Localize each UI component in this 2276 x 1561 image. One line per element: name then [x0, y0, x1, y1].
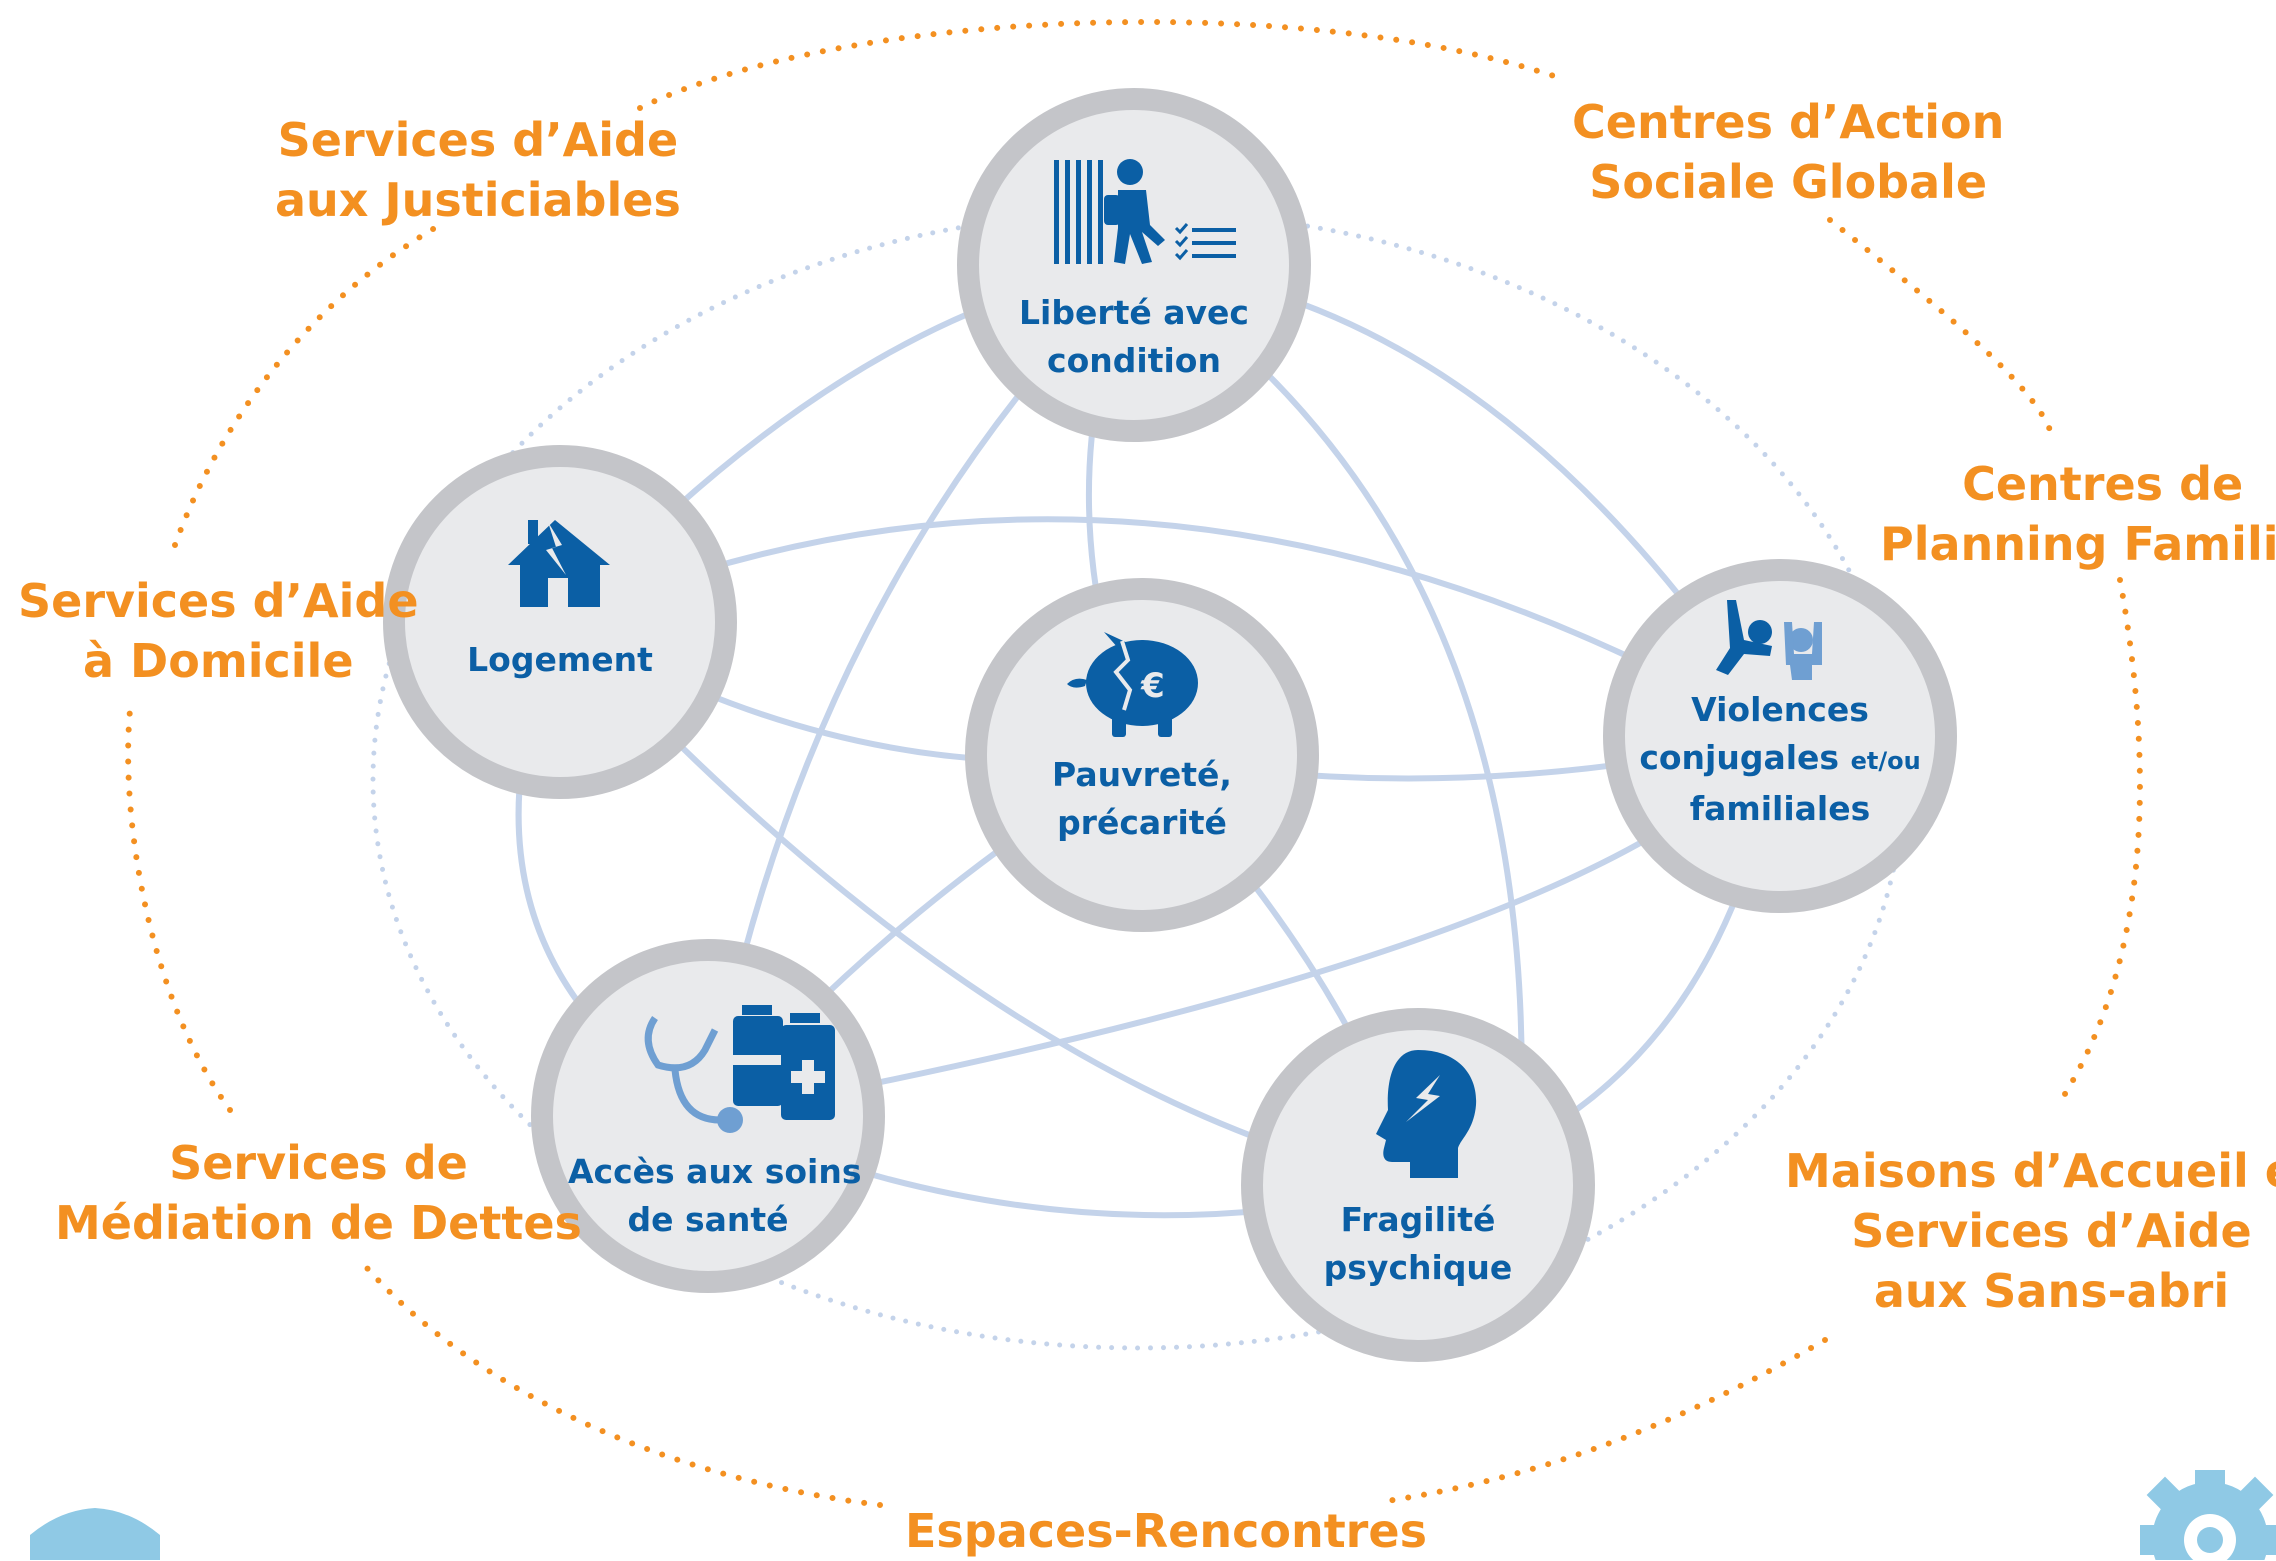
- label-maisons-accueil-sans-abri: Maisons d’Accueil et Services d’Aide aux…: [1785, 1144, 2276, 1318]
- node-pauvrete: €: [965, 578, 1319, 932]
- node-label-violences: Violences conjugales et/ou familiales: [1639, 690, 1921, 828]
- domestic-violence-icon: [1716, 600, 1822, 680]
- outer-dotted-ring-left: [125, 707, 233, 1113]
- outer-dotted-ring-top: [637, 19, 1563, 111]
- outer-dotted-ring-bottomright: [1377, 1337, 1828, 1505]
- node-label-fragilite: Fragilité psychique: [1323, 1200, 1513, 1287]
- gear-icon: [2140, 1470, 2276, 1560]
- outer-dotted-ring-topright: [1827, 217, 2053, 433]
- label-centres-action-sociale: Centres d’Action Sociale Globale: [1572, 95, 2005, 209]
- outer-dotted-ring-right: [2055, 577, 2143, 1108]
- node-label-liberte: Liberté avec condition: [1019, 293, 1249, 380]
- node-logement: [383, 445, 737, 799]
- node-label-soins: Accès aux soins de santé: [568, 1152, 862, 1239]
- label-espaces-rencontres: Espaces-Rencontres: [905, 1504, 1427, 1558]
- node-label-logement: Logement: [467, 640, 653, 679]
- node-violences: [1603, 559, 1957, 913]
- link-logement-violences: [558, 516, 1782, 739]
- label-services-aide-justiciables: Services d’Aide aux Justiciables: [275, 113, 681, 227]
- node-label-violences-etou: et/ou: [1850, 747, 1921, 775]
- node-liberte: [957, 88, 1311, 442]
- water-splash-icon: [30, 1508, 160, 1560]
- label-centres-planning-familial: Centres de Planning Familial: [1880, 457, 2276, 571]
- head-lightning-icon: [1376, 1050, 1477, 1178]
- outer-dotted-ring-bottomleft: [357, 1257, 883, 1508]
- node-fragilite: [1241, 1008, 1595, 1362]
- node-label-pauvrete: Pauvreté, précarité: [1052, 755, 1232, 842]
- person-leaving-prison-checklist-icon: [1054, 159, 1236, 264]
- node-label-violences-conjugales: conjugales: [1639, 738, 1840, 777]
- node-soins: [531, 939, 885, 1293]
- svg-text:€: €: [1140, 666, 1165, 706]
- label-mediation-dettes: Services de Médiation de Dettes: [55, 1136, 582, 1250]
- stethoscope-medicine-icon: [644, 1005, 835, 1133]
- outer-dotted-ring-topleft: [172, 222, 443, 548]
- damaged-house-icon: [508, 520, 610, 607]
- label-services-aide-domicile: Services d’Aide à Domicile: [18, 574, 419, 688]
- broken-piggy-bank-euro-icon: €: [1067, 632, 1198, 737]
